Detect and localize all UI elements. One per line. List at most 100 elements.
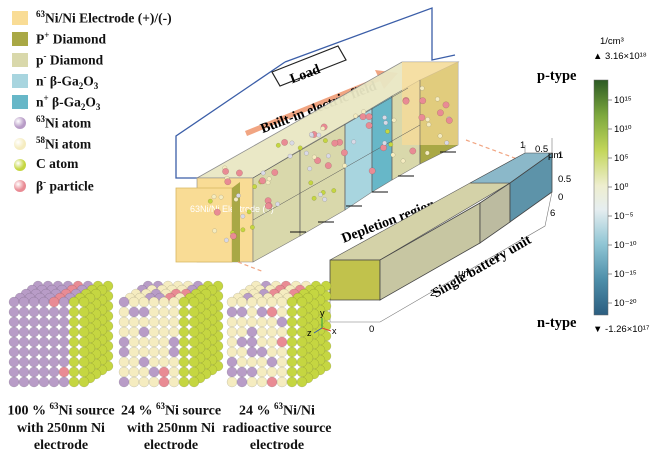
cube-atom [68,316,80,328]
cube-atom [236,316,248,328]
side-tick-0: 1 [520,140,525,151]
cube-atom [8,296,20,308]
cube-atom [78,366,90,378]
depth-unit: μm [458,268,471,279]
cube-atom [286,366,298,378]
cube-atom [226,306,238,318]
cube-atom [256,346,268,358]
device-atom [419,97,427,105]
device-atom [361,109,366,115]
cube-atom [148,346,160,358]
cube-atom [256,316,268,328]
cube-atom [246,296,258,308]
cube-atom [38,366,50,378]
device-atom [281,138,288,146]
colorbar-max: ▲ 3.16×10¹⁸ [593,51,647,62]
device-atom [400,158,406,164]
device-atom [289,140,295,146]
colorbar-tick-label: 10⁵ [614,153,629,164]
cube-atom [178,306,190,318]
cube-atom [236,366,248,378]
cube-24pct-ni63 [118,280,224,388]
depth-tick-1: 2 [430,288,435,299]
colorbar-unit: 1/cm³ [600,36,624,47]
colorbar-tick-label: 10⁻⁵ [614,211,634,222]
cube-atom [128,346,140,358]
cube-atom [58,356,70,368]
cube-atom [128,316,140,328]
device-atom [311,195,317,201]
cube-atom [296,296,308,308]
cube-atom [18,326,30,338]
device-atom [222,167,230,175]
device-atom [211,194,217,200]
device-atom [340,149,348,157]
cube-atom [168,296,180,308]
cube-atom [68,346,80,358]
cube-atom [188,346,200,358]
legend-atom-icon [14,159,26,171]
cube-atom [168,306,180,318]
cube-atom [58,296,70,308]
cube-atom [178,336,190,348]
cube-atom [158,356,170,368]
cube-atom [128,336,140,348]
device-atom [418,114,426,121]
cube-atom [236,356,248,368]
cube-atom [246,346,258,358]
cube-atom [266,366,278,378]
legend-item: 58Ni atom [4,134,204,155]
cube-atom [266,296,278,308]
cube-atom [226,366,238,378]
cube-atom [28,366,40,378]
cube-atom [276,356,288,368]
cube-atom [226,296,238,308]
device-atom [445,117,453,124]
side-tick2-2: 0 [558,192,563,203]
device-atom [442,101,450,109]
device-atom [322,196,328,202]
colorbar-tick-label: 10⁻¹⁰ [614,240,637,251]
cube-atom [246,376,258,388]
cube-atom [266,316,278,328]
cube-atom [226,346,238,358]
device-atom [275,142,281,148]
cube-atom [266,346,278,358]
cube-atom [178,346,190,358]
cube-atom [138,326,150,338]
cube-atom [38,376,50,388]
device-atom [390,152,396,158]
device-atom [317,192,323,198]
side-tick-1: 0.5 [535,144,548,155]
cube-atom [286,316,298,328]
cube-atom [58,336,70,348]
device-atom [419,85,425,91]
device-atom [252,184,258,190]
legend-label: 63Ni/Ni Electrode (+)/(-) [36,9,172,26]
cube-atom [48,366,60,378]
cube-atom [8,306,20,318]
cube-atom [28,346,40,358]
cube-atom [138,356,150,368]
device-atom [260,170,266,176]
cube-atom [236,296,248,308]
cube-atom [78,316,90,328]
cube-atom [28,356,40,368]
cube-atom [286,306,298,318]
cube-atom [148,326,160,338]
cube-atom [128,376,140,388]
device-atom [320,126,326,131]
device-atom [382,115,387,121]
cube-atom [68,356,80,368]
device-atom [409,147,417,155]
cube-atom [296,346,308,358]
device-atom [322,138,328,144]
device-atom [331,188,337,194]
cube-atom [38,336,50,348]
cube-atom [18,366,30,378]
cube-atom [168,316,180,328]
cube-atom [78,346,90,358]
cube-atom [18,306,30,318]
